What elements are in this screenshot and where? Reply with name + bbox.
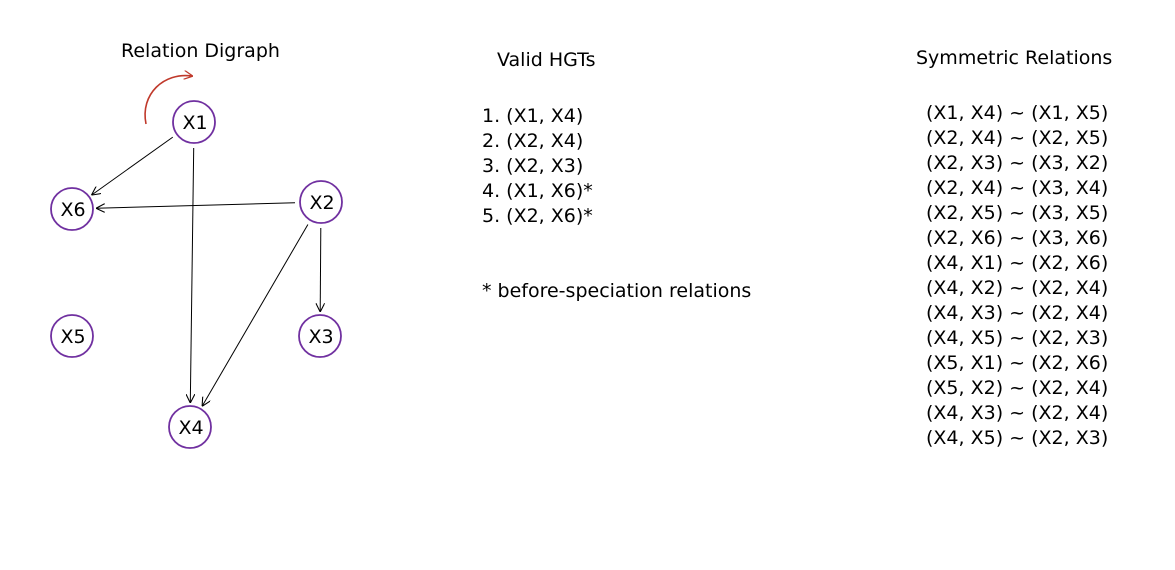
hgt-list-item: 4. (X1, X6)* <box>482 180 593 202</box>
hgt-list: 1. (X1, X4) 2. (X2, X4) 3. (X2, X3) 4. (X1,… <box>482 104 593 229</box>
node-x2: X2 <box>299 180 343 224</box>
symmetric-relation-item: (X2, X6) ~ (X3, X6) <box>926 227 1109 249</box>
edge-x1-to-x6 <box>92 136 174 195</box>
hgt-list-item: 2. (X2, X4) <box>482 130 584 152</box>
hgt-title: Valid HGTs <box>497 49 596 71</box>
hgt-list-item: 3. (X2, X3) <box>482 155 584 177</box>
digraph-title: Relation Digraph <box>121 40 280 62</box>
edge-x2-to-x6 <box>96 202 296 209</box>
self-loop-x1 <box>144 76 192 125</box>
symmetric-relation-item: (X5, X1) ~ (X2, X6) <box>926 352 1109 374</box>
node-circle <box>168 405 212 449</box>
edge-x1-to-x4 <box>190 147 193 403</box>
symmetric-relation-item: (X4, X3) ~ (X2, X4) <box>926 402 1109 424</box>
symmetric-relation-item: (X4, X2) ~ (X2, X4) <box>926 277 1109 299</box>
edge-x2-to-x4 <box>202 224 309 407</box>
node-label: X1 <box>182 112 207 134</box>
node-x6: X6 <box>50 187 94 231</box>
symmetric-relation-item: (X2, X5) ~ (X3, X5) <box>926 202 1109 224</box>
edge-x2-to-x3 <box>320 227 321 312</box>
node-label: X3 <box>308 326 333 348</box>
symmetric-relation-item: (X2, X4) ~ (X3, X4) <box>926 177 1109 199</box>
node-x1: X1 <box>172 100 216 144</box>
node-label: X6 <box>60 199 85 221</box>
node-x3: X3 <box>298 314 342 358</box>
node-label: X5 <box>60 326 85 348</box>
hgt-list-item: 1. (X1, X4) <box>482 105 584 127</box>
node-circle <box>298 314 342 358</box>
hgt-list-item: 5. (X2, X6)* <box>482 205 593 227</box>
node-circle <box>299 180 343 224</box>
node-label: X2 <box>309 192 334 214</box>
node-circle <box>50 314 94 358</box>
symmetric-relation-item: (X1, X4) ~ (X1, X5) <box>926 102 1109 124</box>
symmetric-relation-item: (X4, X5) ~ (X2, X3) <box>926 327 1109 349</box>
symmetric-relation-item: (X4, X3) ~ (X2, X4) <box>926 302 1109 324</box>
node-circle <box>172 100 216 144</box>
node-x5: X5 <box>50 314 94 358</box>
symmetric-relation-item: (X5, X2) ~ (X2, X4) <box>926 377 1109 399</box>
symmetric-relation-item: (X4, X5) ~ (X2, X3) <box>926 427 1109 449</box>
hgt-footnote: * before-speciation relations <box>482 280 752 302</box>
symmetric-relations-list: (X1, X4) ~ (X1, X5) (X2, X4) ~ (X2, X5) (X… <box>926 101 1108 451</box>
node-circle <box>50 187 94 231</box>
symmetric-relations-title: Symmetric Relations <box>916 47 1113 69</box>
symmetric-relation-item: (X2, X3) ~ (X3, X2) <box>926 152 1109 174</box>
node-x4: X4 <box>168 405 212 449</box>
node-label: X4 <box>178 417 203 439</box>
symmetric-relation-item: (X4, X1) ~ (X2, X6) <box>926 252 1109 274</box>
symmetric-relation-item: (X2, X4) ~ (X2, X5) <box>926 127 1109 149</box>
